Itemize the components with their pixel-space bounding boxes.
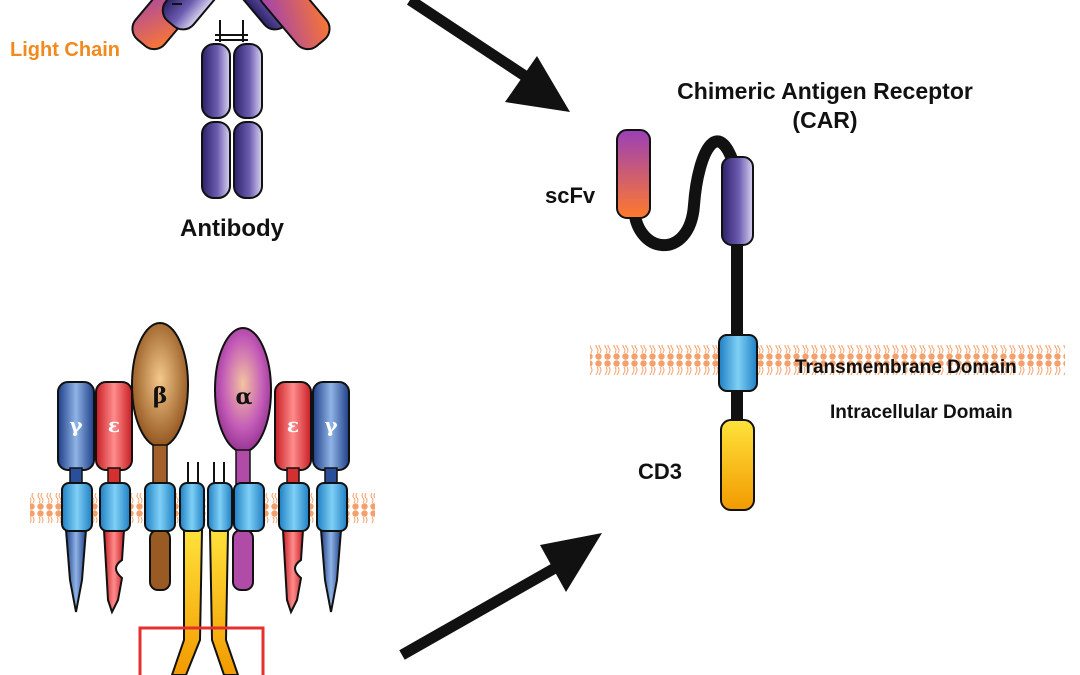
alpha-label: α	[236, 384, 253, 410]
scfv-label: scFv	[545, 183, 596, 208]
gamma-left-label: γ	[69, 413, 83, 437]
car-figure	[616, 129, 758, 511]
zeta-highlight-box	[138, 626, 265, 675]
membrane-right	[590, 345, 1065, 375]
car-title-line1: Chimeric Antigen Receptor	[677, 78, 973, 104]
intracellular-label: Intracellular Domain	[830, 402, 1013, 423]
arrow-bottom	[399, 533, 602, 660]
epsilon-right-label: ε	[287, 413, 299, 437]
cd3-label: CD3	[638, 459, 682, 484]
gamma-right-label: γ	[324, 413, 338, 437]
tcr-complex	[57, 322, 350, 675]
transmembrane-label: Transmembrane Domain	[795, 357, 1017, 378]
beta-label: β	[153, 383, 168, 409]
epsilon-left-label: ε	[108, 413, 120, 437]
antibody-figure	[131, 0, 331, 199]
light-chain-label: Light Chain	[10, 39, 120, 61]
antibody-label: Antibody	[180, 215, 285, 242]
arrow-top	[406, 0, 570, 112]
car-title-line2: (CAR)	[792, 107, 857, 133]
